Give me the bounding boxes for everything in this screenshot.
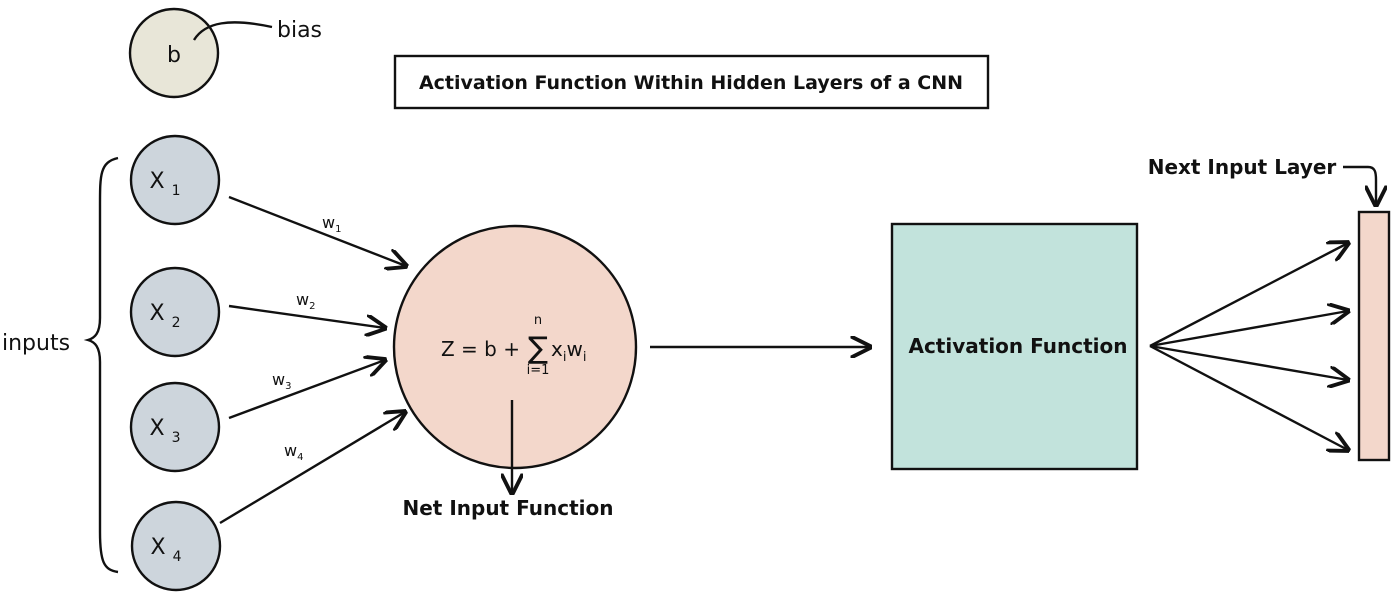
bias-label: bias: [277, 18, 322, 43]
input-node-2: X 2: [129, 266, 221, 358]
bias-circle: [128, 7, 220, 99]
input-sub-1: 1: [172, 183, 181, 199]
input-sub-2: 2: [172, 315, 181, 331]
input-node-4: X 4: [130, 500, 222, 592]
weight-label-2: w2: [296, 290, 315, 312]
activation-rect: [890, 222, 1139, 471]
formula-lhs: Z = b +: [441, 337, 520, 361]
input-node-3: X 3: [129, 381, 221, 473]
formula-sum-symbol: ∑: [528, 331, 548, 366]
activation-box: Activation Function: [890, 222, 1139, 471]
formula-sum-top: n: [534, 313, 542, 328]
title-box: Activation Function Within Hidden Layers…: [393, 54, 990, 110]
output-arrow-3: [1149, 344, 1348, 380]
net-input-label: Net Input Function: [403, 496, 614, 520]
weight-label-1: w1: [322, 213, 341, 235]
weight-arrow-4: [219, 412, 405, 525]
net-input-circle: [392, 224, 638, 470]
inputs-brace: [83, 156, 119, 574]
weight-label-4: w4: [284, 441, 303, 463]
activation-label: Activation Function: [908, 334, 1127, 358]
weight-arrow-1: [228, 195, 406, 266]
input-symbol-3: X: [150, 416, 165, 441]
weight-arrow-3: [228, 360, 385, 420]
svg-text:X 4: X 4: [151, 535, 182, 565]
svg-text:X 2: X 2: [150, 301, 181, 331]
next-input-layer-pointer: [1343, 165, 1376, 205]
weight-label-3: w3: [272, 370, 291, 392]
diagram-title: Activation Function Within Hidden Layers…: [419, 72, 963, 94]
weight-arrow-2: [228, 304, 385, 328]
svg-text:X 3: X 3: [150, 416, 181, 446]
output-arrow-1: [1149, 243, 1348, 348]
output-arrow-4: [1149, 344, 1348, 450]
input-symbol-4: X: [151, 535, 166, 560]
next-input-layer-label: Next Input Layer: [1148, 155, 1337, 179]
bias-node: b: [128, 7, 220, 99]
next-input-layer-bar: [1357, 210, 1391, 462]
input-circle-1: [129, 134, 221, 226]
net-input-node: Z = b + n ∑ i=1 xiwi: [392, 224, 638, 470]
input-circle-2: [129, 266, 221, 358]
inputs-label: inputs: [2, 331, 70, 356]
bias-symbol: b: [167, 43, 181, 68]
input-sub-4: 4: [173, 549, 182, 565]
formula-sum-bottom: i=1: [527, 363, 550, 378]
input-symbol-1: X: [150, 169, 165, 194]
input-symbol-2: X: [150, 301, 165, 326]
svg-text:X 1: X 1: [150, 169, 181, 199]
bias-connector: [192, 21, 273, 41]
output-arrow-2: [1149, 311, 1348, 348]
input-sub-3: 3: [172, 430, 181, 446]
input-node-1: X 1: [129, 134, 221, 226]
formula-term: xiwi: [551, 337, 586, 365]
input-circle-3: [129, 381, 221, 473]
input-circle-4: [130, 500, 222, 592]
